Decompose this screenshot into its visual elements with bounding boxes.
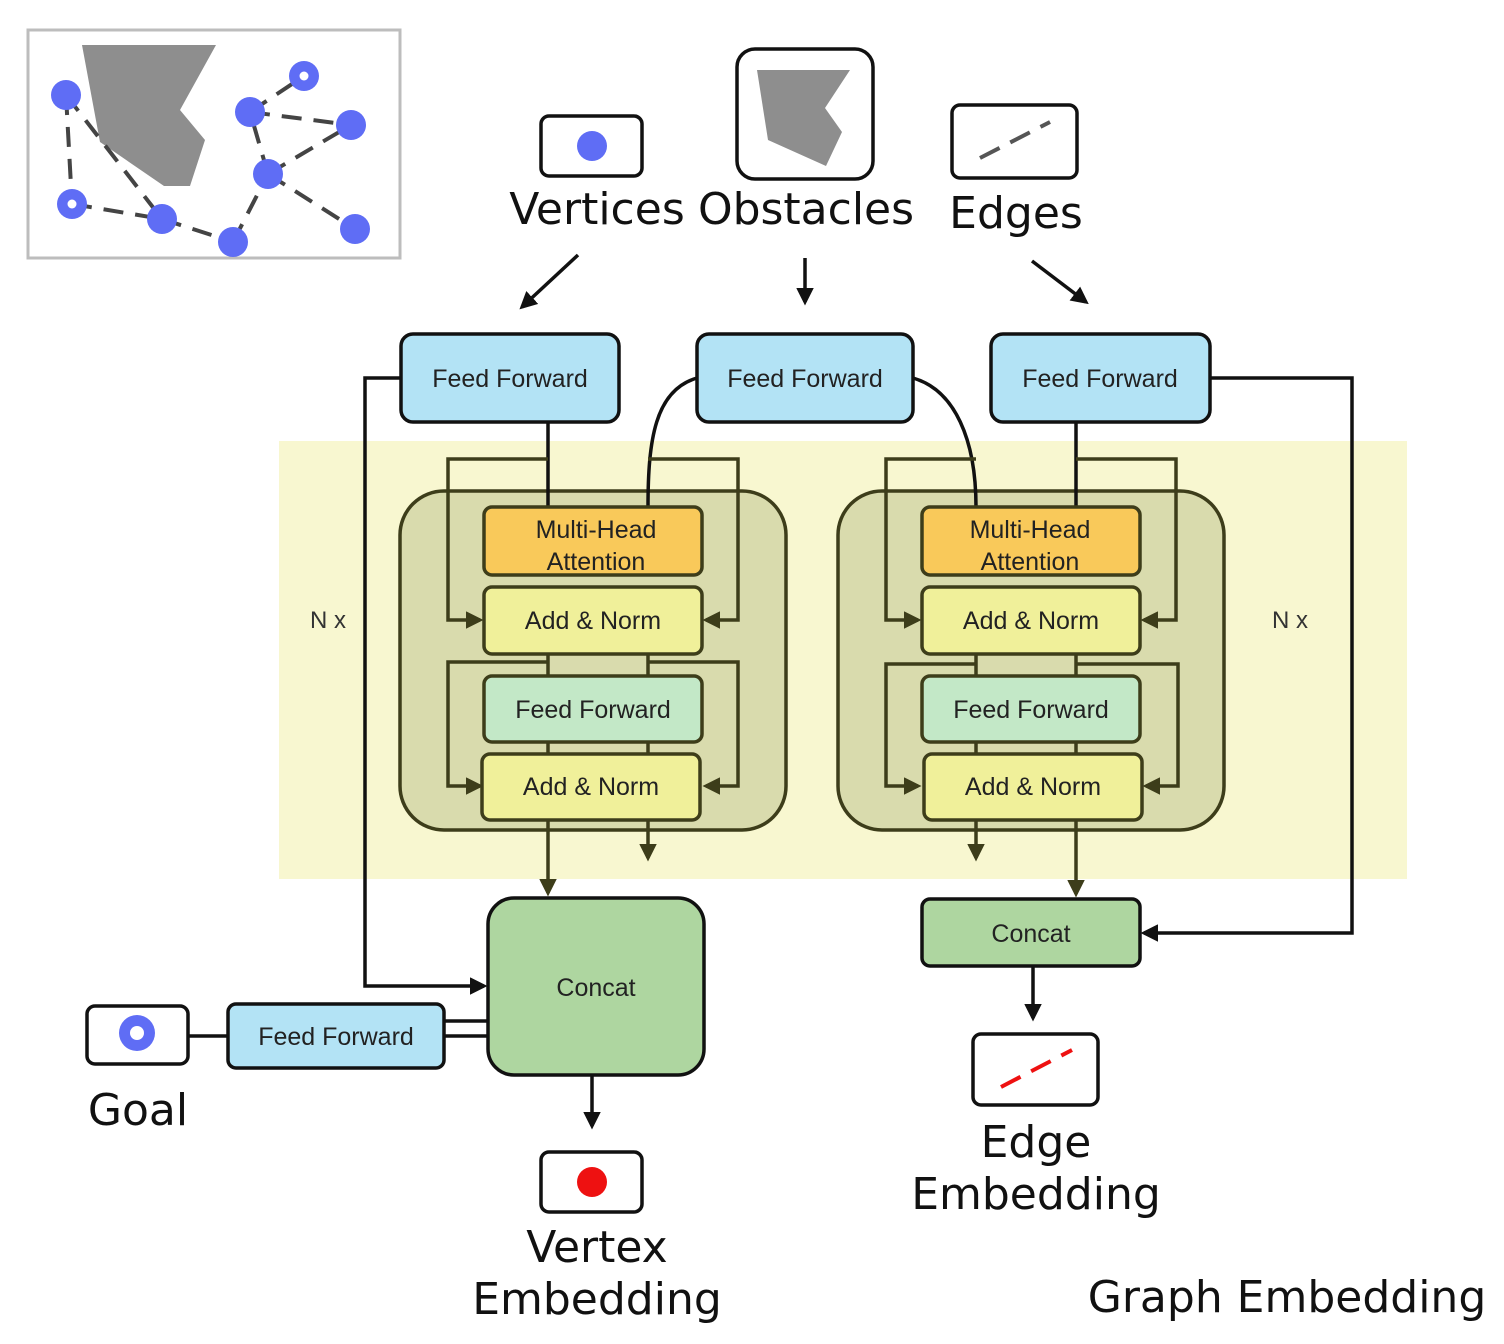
vertex-inner-feed-forward: Feed Forward: [482, 674, 704, 744]
obstacle-feed-forward: Feed Forward: [695, 332, 915, 424]
ring-vertices: [57, 61, 319, 219]
edge-embedding-label-1: Edge: [981, 1117, 1092, 1168]
vertex-feed-forward: Feed Forward: [399, 332, 621, 424]
svg-text:Attention: Attention: [981, 548, 1080, 576]
svg-text:Multi-Head: Multi-Head: [970, 516, 1091, 544]
svg-text:Multi-Head: Multi-Head: [536, 516, 657, 544]
svg-text:Add & Norm: Add & Norm: [965, 773, 1101, 801]
vertex-embedding-label-1: Vertex: [526, 1222, 667, 1273]
goal-icon: [85, 1004, 190, 1066]
vertex-embedding-icon: [539, 1150, 644, 1214]
goal-feed-forward: Feed Forward: [226, 1002, 446, 1070]
connections: [188, 376, 1354, 1130]
edge-add-norm-1: Add & Norm: [920, 585, 1142, 656]
vertex-embedding-label-2: Embedding: [472, 1274, 722, 1325]
svg-text:Feed Forward: Feed Forward: [432, 365, 588, 393]
edge-attention: Multi-Head Attention: [920, 505, 1142, 577]
vertex-add-norm-1: Add & Norm: [482, 585, 704, 656]
edges-icon: [950, 103, 1079, 180]
edges-arrow: [1030, 259, 1089, 305]
vertex-add-norm-2: Add & Norm: [480, 752, 702, 822]
vertex-concat: Concat: [486, 896, 706, 1077]
svg-text:Add & Norm: Add & Norm: [523, 773, 659, 801]
graph-vertices: [51, 80, 370, 257]
graph-embedding-label: Graph Embedding: [1088, 1272, 1487, 1323]
svg-text:Feed Forward: Feed Forward: [1022, 365, 1178, 393]
svg-text:Feed Forward: Feed Forward: [258, 1023, 414, 1051]
repeat-label-right: N x: [1272, 607, 1308, 634]
svg-text:Attention: Attention: [547, 548, 646, 576]
repeat-label-left: N x: [310, 607, 346, 634]
graph-thumbnail: [26, 28, 402, 260]
obstacles-label: Obstacles: [698, 184, 914, 235]
svg-text:Add & Norm: Add & Norm: [525, 607, 661, 635]
edge-inner-feed-forward: Feed Forward: [920, 674, 1142, 744]
svg-text:Concat: Concat: [556, 974, 635, 1002]
edge-embedding-icon: [971, 1032, 1100, 1107]
goal-label: Goal: [88, 1085, 188, 1136]
svg-text:Feed Forward: Feed Forward: [515, 696, 671, 724]
edges-label: Edges: [949, 188, 1083, 239]
edge-concat: Concat: [920, 897, 1142, 968]
vertices-label: Vertices: [509, 184, 685, 235]
svg-text:Feed Forward: Feed Forward: [953, 696, 1109, 724]
vertex-attention: Multi-Head Attention: [482, 505, 704, 577]
svg-text:Add & Norm: Add & Norm: [963, 607, 1099, 635]
obstacle-shape: [82, 45, 216, 186]
edge-embedding-label-2: Embedding: [911, 1169, 1161, 1220]
svg-text:Concat: Concat: [991, 920, 1070, 948]
edge-feed-forward: Feed Forward: [989, 332, 1212, 424]
edge-add-norm-2: Add & Norm: [922, 752, 1144, 822]
vertices-icon: [539, 114, 644, 178]
vertices-arrow: [519, 253, 580, 310]
svg-text:Feed Forward: Feed Forward: [727, 365, 883, 393]
obstacles-icon: [735, 47, 875, 181]
